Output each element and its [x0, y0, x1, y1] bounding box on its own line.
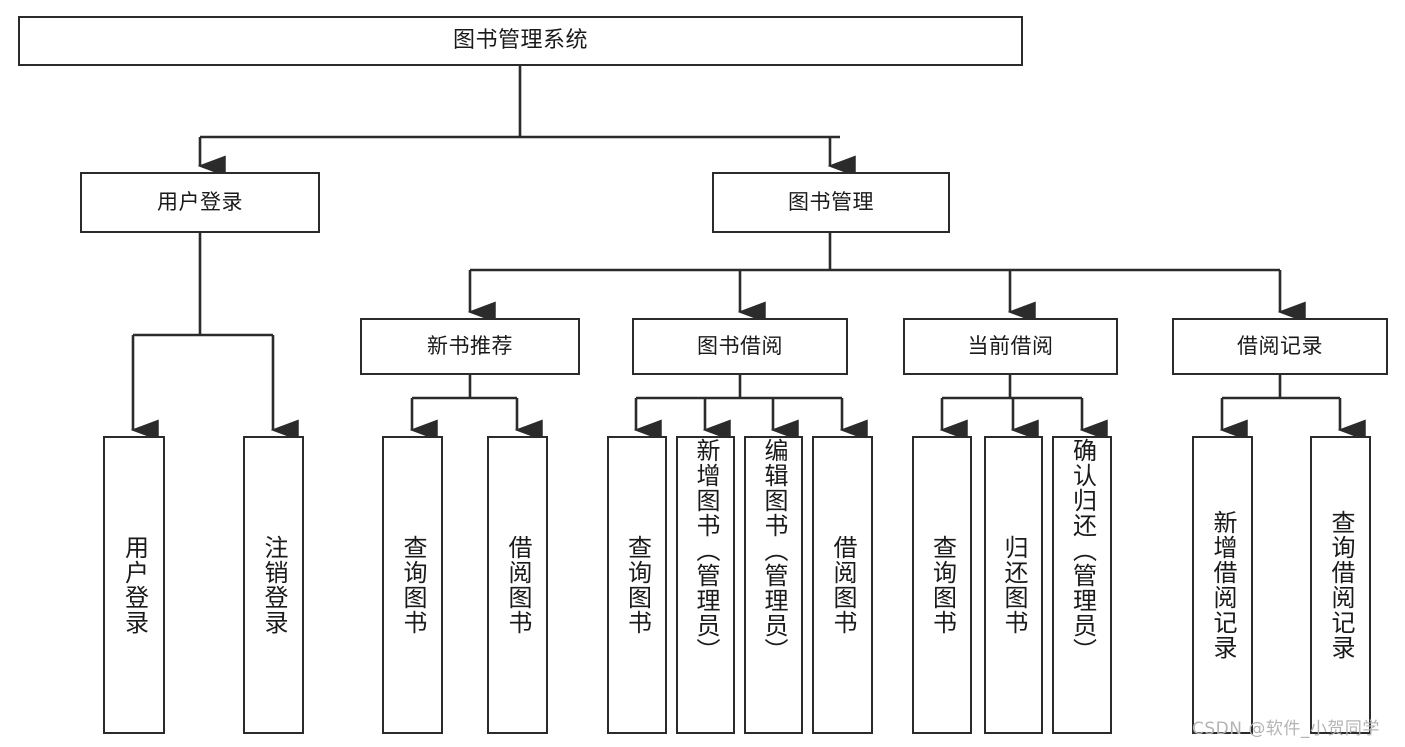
leaf-logout[interactable]: 注销登录	[243, 436, 304, 734]
node-label: 注销登录	[259, 535, 288, 635]
node-label: 编辑图书（管理员）	[759, 438, 788, 663]
leaf-return-book[interactable]: 归还图书	[984, 436, 1043, 734]
node-label: 新增图书（管理员）	[691, 438, 720, 663]
node-new-book-recommend[interactable]: 新书推荐	[360, 318, 580, 375]
node-label: 借阅图书	[503, 535, 532, 635]
node-borrow-record[interactable]: 借阅记录	[1172, 318, 1388, 375]
csdn-watermark: CSDN @软件_小贺同学	[1192, 719, 1380, 739]
leaf-add-book-admin[interactable]: 新增图书（管理员）	[676, 436, 735, 734]
node-label: 借阅图书	[828, 535, 857, 635]
node-label: 查询借阅记录	[1326, 510, 1355, 660]
node-label: 用户登录	[157, 190, 243, 214]
leaf-query-borrow-record[interactable]: 查询借阅记录	[1310, 436, 1371, 734]
node-label: 确认归还（管理员）	[1068, 438, 1097, 663]
node-user-login[interactable]: 用户登录	[80, 172, 320, 233]
node-book-borrow[interactable]: 图书借阅	[632, 318, 848, 375]
node-label: 新增借阅记录	[1208, 510, 1237, 660]
node-current-borrow[interactable]: 当前借阅	[903, 318, 1118, 375]
node-label: 查询图书	[623, 535, 652, 635]
node-label: 查询图书	[398, 535, 427, 635]
node-book-management[interactable]: 图书管理	[712, 172, 950, 233]
leaf-query-book-borrow[interactable]: 查询图书	[607, 436, 667, 734]
leaf-borrow-book[interactable]: 借阅图书	[812, 436, 873, 734]
node-label: 用户登录	[120, 535, 149, 635]
node-label: 图书借阅	[697, 334, 783, 358]
node-label: 借阅记录	[1237, 334, 1323, 358]
leaf-query-book-recommend[interactable]: 查询图书	[382, 436, 443, 734]
leaf-query-book-current[interactable]: 查询图书	[912, 436, 972, 734]
node-label: 图书管理	[788, 190, 874, 214]
node-label: 归还图书	[999, 535, 1028, 635]
leaf-user-login[interactable]: 用户登录	[103, 436, 165, 734]
node-label: 图书管理系统	[452, 28, 588, 53]
node-root-system[interactable]: 图书管理系统	[18, 16, 1023, 66]
node-label: 新书推荐	[427, 334, 513, 358]
leaf-add-borrow-record[interactable]: 新增借阅记录	[1192, 436, 1253, 734]
leaf-confirm-return-admin[interactable]: 确认归还（管理员）	[1052, 436, 1112, 734]
node-label: 查询图书	[928, 535, 957, 635]
leaf-edit-book-admin[interactable]: 编辑图书（管理员）	[744, 436, 803, 734]
leaf-borrow-book-recommend[interactable]: 借阅图书	[487, 436, 548, 734]
node-label: 当前借阅	[967, 334, 1054, 358]
